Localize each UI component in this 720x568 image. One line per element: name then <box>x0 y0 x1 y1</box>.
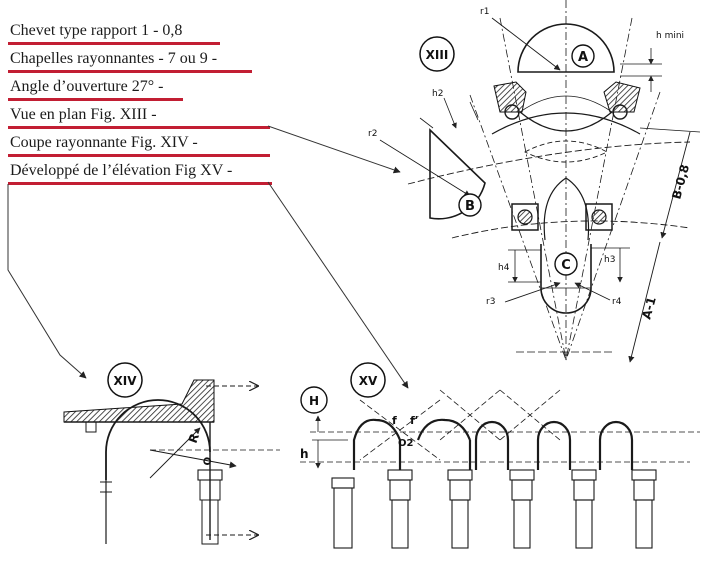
dim-o2: O2 <box>398 438 414 449</box>
fig14-number: XIV <box>113 374 137 388</box>
leader-fig15 <box>267 181 409 389</box>
fig15-elevation <box>300 389 700 549</box>
chapel-a-outline <box>517 23 615 73</box>
caption-underline <box>8 70 252 73</box>
dim-r1: r1 <box>480 7 489 17</box>
dim-a1: A-1 <box>639 295 658 320</box>
fig14-arch <box>105 399 211 480</box>
fig15-columns <box>331 469 657 549</box>
caption-chapelles: Chapelles rayonnantes - 7 ou 9 - <box>10 50 218 67</box>
caption-leaders <box>7 125 409 389</box>
fig14-labels: XIV R O <box>107 362 214 467</box>
dim-f-prime: f' <box>410 414 418 427</box>
leader-fig14 <box>7 184 87 379</box>
caption-underline <box>8 42 220 45</box>
caption-chevet: Chevet type rapport 1 - 0,8 <box>10 22 183 39</box>
dim-h: h <box>300 447 309 461</box>
caption-coupe: Coupe rayonnante Fig. XIV - <box>10 134 198 151</box>
pier-right <box>585 203 613 231</box>
point-b-label: B <box>465 199 475 214</box>
dim-h3: h3 <box>604 255 615 265</box>
pillar-left-mass <box>493 81 527 113</box>
fig13-arc-mid <box>491 112 641 135</box>
dim-o-xiv: O <box>202 456 214 466</box>
dim-r4: r4 <box>612 297 622 307</box>
caption-developpe: Développé de l’élévation Fig XV - <box>10 162 233 179</box>
fig13-number: XIII <box>426 48 449 62</box>
fig15-arch-2 <box>416 418 472 441</box>
fig-h-label: H <box>309 394 319 408</box>
dim-f: f <box>392 414 397 427</box>
fig13-arc-inner <box>451 220 691 239</box>
fig15-arch-1 <box>352 418 402 470</box>
fig15-arch-4 <box>536 420 572 470</box>
caption-angle: Angle d’ouverture 27° - <box>10 78 164 95</box>
dim-h-mini: h mini <box>656 31 684 41</box>
dim-r3: r3 <box>486 297 495 307</box>
caption-underline <box>8 182 272 185</box>
fig13-axes <box>469 0 661 361</box>
dim-r2: r2 <box>368 129 377 139</box>
fig14-roof-mass <box>63 379 215 423</box>
fig13-labels: XIII A B C r1 r2 h2 r3 r4 h4 h3 h mini B… <box>368 7 692 321</box>
dim-h4: h4 <box>498 263 510 273</box>
pier-left <box>511 203 539 231</box>
leader-fig13 <box>267 125 401 174</box>
fig13-arc-outer <box>407 141 691 185</box>
dim-r-xiv: R <box>186 432 202 445</box>
caption-underline <box>8 98 183 101</box>
chapel-c-outline <box>540 244 592 314</box>
point-c-label: C <box>561 258 571 273</box>
fig14-section <box>63 379 280 545</box>
fig15-arch-3 <box>474 420 510 470</box>
dim-b08: B-0,8 <box>669 163 692 201</box>
pillar-right-mass <box>603 81 641 113</box>
point-a-label: A <box>578 50 588 65</box>
dim-h2: h2 <box>432 89 443 99</box>
fig13-ambulatory-arc <box>519 111 613 132</box>
fig15-arch-5 <box>598 420 634 470</box>
fig13-plan <box>379 0 701 363</box>
fig13-lens <box>524 140 608 163</box>
caption-underline <box>8 154 270 157</box>
caption-vue-plan: Vue en plan Fig. XIII - <box>10 106 157 123</box>
caption-underline <box>8 126 270 129</box>
fig15-number: XV <box>359 374 378 388</box>
fig15-labels: XV H h f f' O2 <box>300 362 418 461</box>
